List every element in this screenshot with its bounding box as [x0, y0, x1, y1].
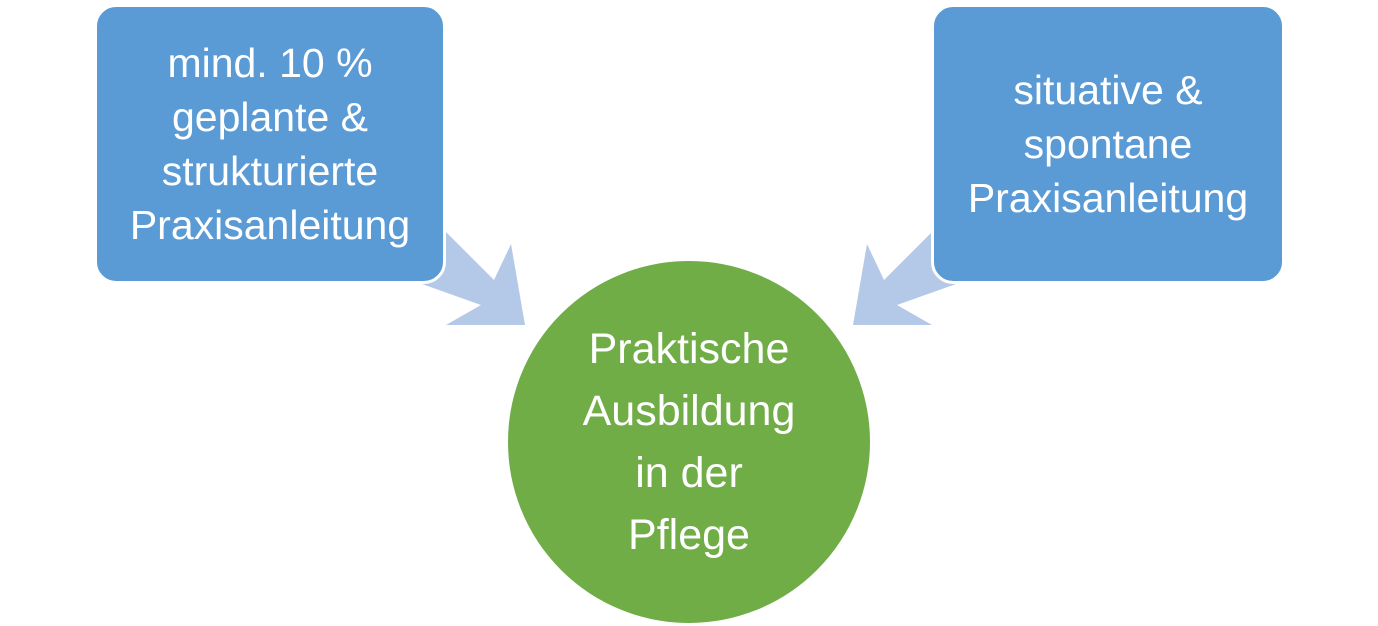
left-arrow: [422, 232, 525, 325]
situational-guidance-box: situative & spontane Praxisanleitung: [931, 4, 1285, 284]
right-arrow: [853, 232, 956, 325]
practical-training-line-1: Praktische: [588, 325, 790, 373]
practical-training-line-2: Ausbildung: [582, 387, 796, 435]
situational-guidance-line-2: spontane: [1023, 121, 1193, 167]
practical-training-circle: Praktische Ausbildung in der Pflege: [505, 258, 873, 626]
practical-training-line-4: Pflege: [628, 511, 750, 559]
planned-guidance-line-4: Praxisanleitung: [129, 202, 411, 248]
situational-guidance-line-1: situative &: [1013, 67, 1203, 113]
planned-guidance-box: mind. 10 % geplante & strukturierte Prax…: [94, 4, 446, 284]
planned-guidance-line-1: mind. 10 %: [167, 40, 373, 86]
practical-training-line-3: in der: [635, 449, 743, 497]
planned-guidance-line-3: strukturierte: [161, 148, 379, 194]
planned-guidance-line-2: geplante &: [171, 94, 369, 140]
situational-guidance-line-3: Praxisanleitung: [967, 175, 1249, 221]
